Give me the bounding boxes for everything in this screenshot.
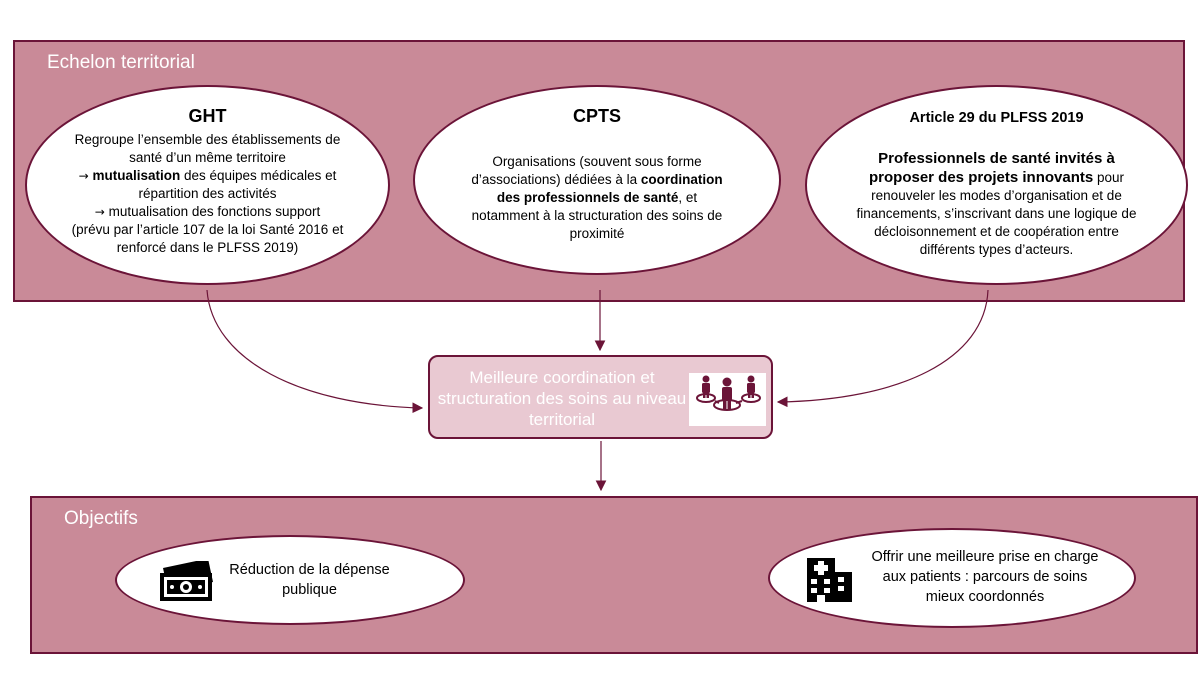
panel-title-objectifs: Objectifs (64, 508, 138, 529)
objective-depense-text: Réduction de la dépense publique (229, 562, 390, 598)
cpts-bold: coordination des professionnels de santé (496, 172, 723, 205)
article29-description: Professionnels de santé invités à propos… (849, 149, 1144, 259)
coordination-box: Meilleure coordination et structuration … (428, 355, 773, 439)
arrow-ght-to-center (206, 289, 424, 414)
cpts-text2: , et notamment à la structuration des so… (471, 190, 723, 241)
ght-line4: (prévu par l’article 107 de la loi Santé… (71, 222, 344, 255)
ght-ellipse: GHT Regroupe l’ensemble des établissemen… (25, 85, 390, 285)
right-arrow-icon: → (94, 205, 105, 219)
cpts-ellipse: CPTS Organisations (souvent sous forme d… (413, 85, 781, 275)
hospital-icon (804, 552, 854, 608)
panel-title-echelon: Echelon territorial (47, 52, 195, 73)
arrow-art29-to-center (776, 289, 989, 408)
article29-title: Article 29 du PLFSS 2019 (909, 110, 1084, 126)
ght-description: Regroupe l’ensemble des établissements d… (57, 131, 358, 257)
cpts-text1: Organisations (souvent sous forme d’asso… (471, 154, 702, 187)
people-network-icon (689, 373, 766, 426)
article29-bold: Professionnels de santé invités à propos… (869, 150, 1115, 186)
objective-depense-ellipse: Réduction de la dépense publique (115, 535, 465, 625)
ght-line2: des équipes médicales et répartition des… (138, 168, 337, 201)
article29-text: pour renouveler les modes d’organisation… (856, 170, 1137, 257)
money-icon (157, 558, 215, 609)
cpts-description: Organisations (souvent sous forme d’asso… (470, 153, 724, 243)
ght-line3: mutualisation des fonctions support (108, 204, 321, 219)
objective-prise-en-charge-text: Offrir une meilleure prise en charge aux… (871, 549, 1099, 605)
coordination-text: Meilleure coordination et structuration … (437, 368, 687, 429)
objective-prise-en-charge-ellipse: Offrir une meilleure prise en charge aux… (768, 528, 1136, 628)
ght-line1: Regroupe l’ensemble des établissements d… (74, 132, 341, 165)
ght-title: GHT (188, 106, 227, 126)
ght-bold-mutualisation: mutualisation (92, 168, 181, 183)
right-arrow-icon: → (78, 169, 89, 183)
cpts-title: CPTS (572, 106, 621, 126)
article29-ellipse: Article 29 du PLFSS 2019 Professionnels … (805, 85, 1188, 285)
